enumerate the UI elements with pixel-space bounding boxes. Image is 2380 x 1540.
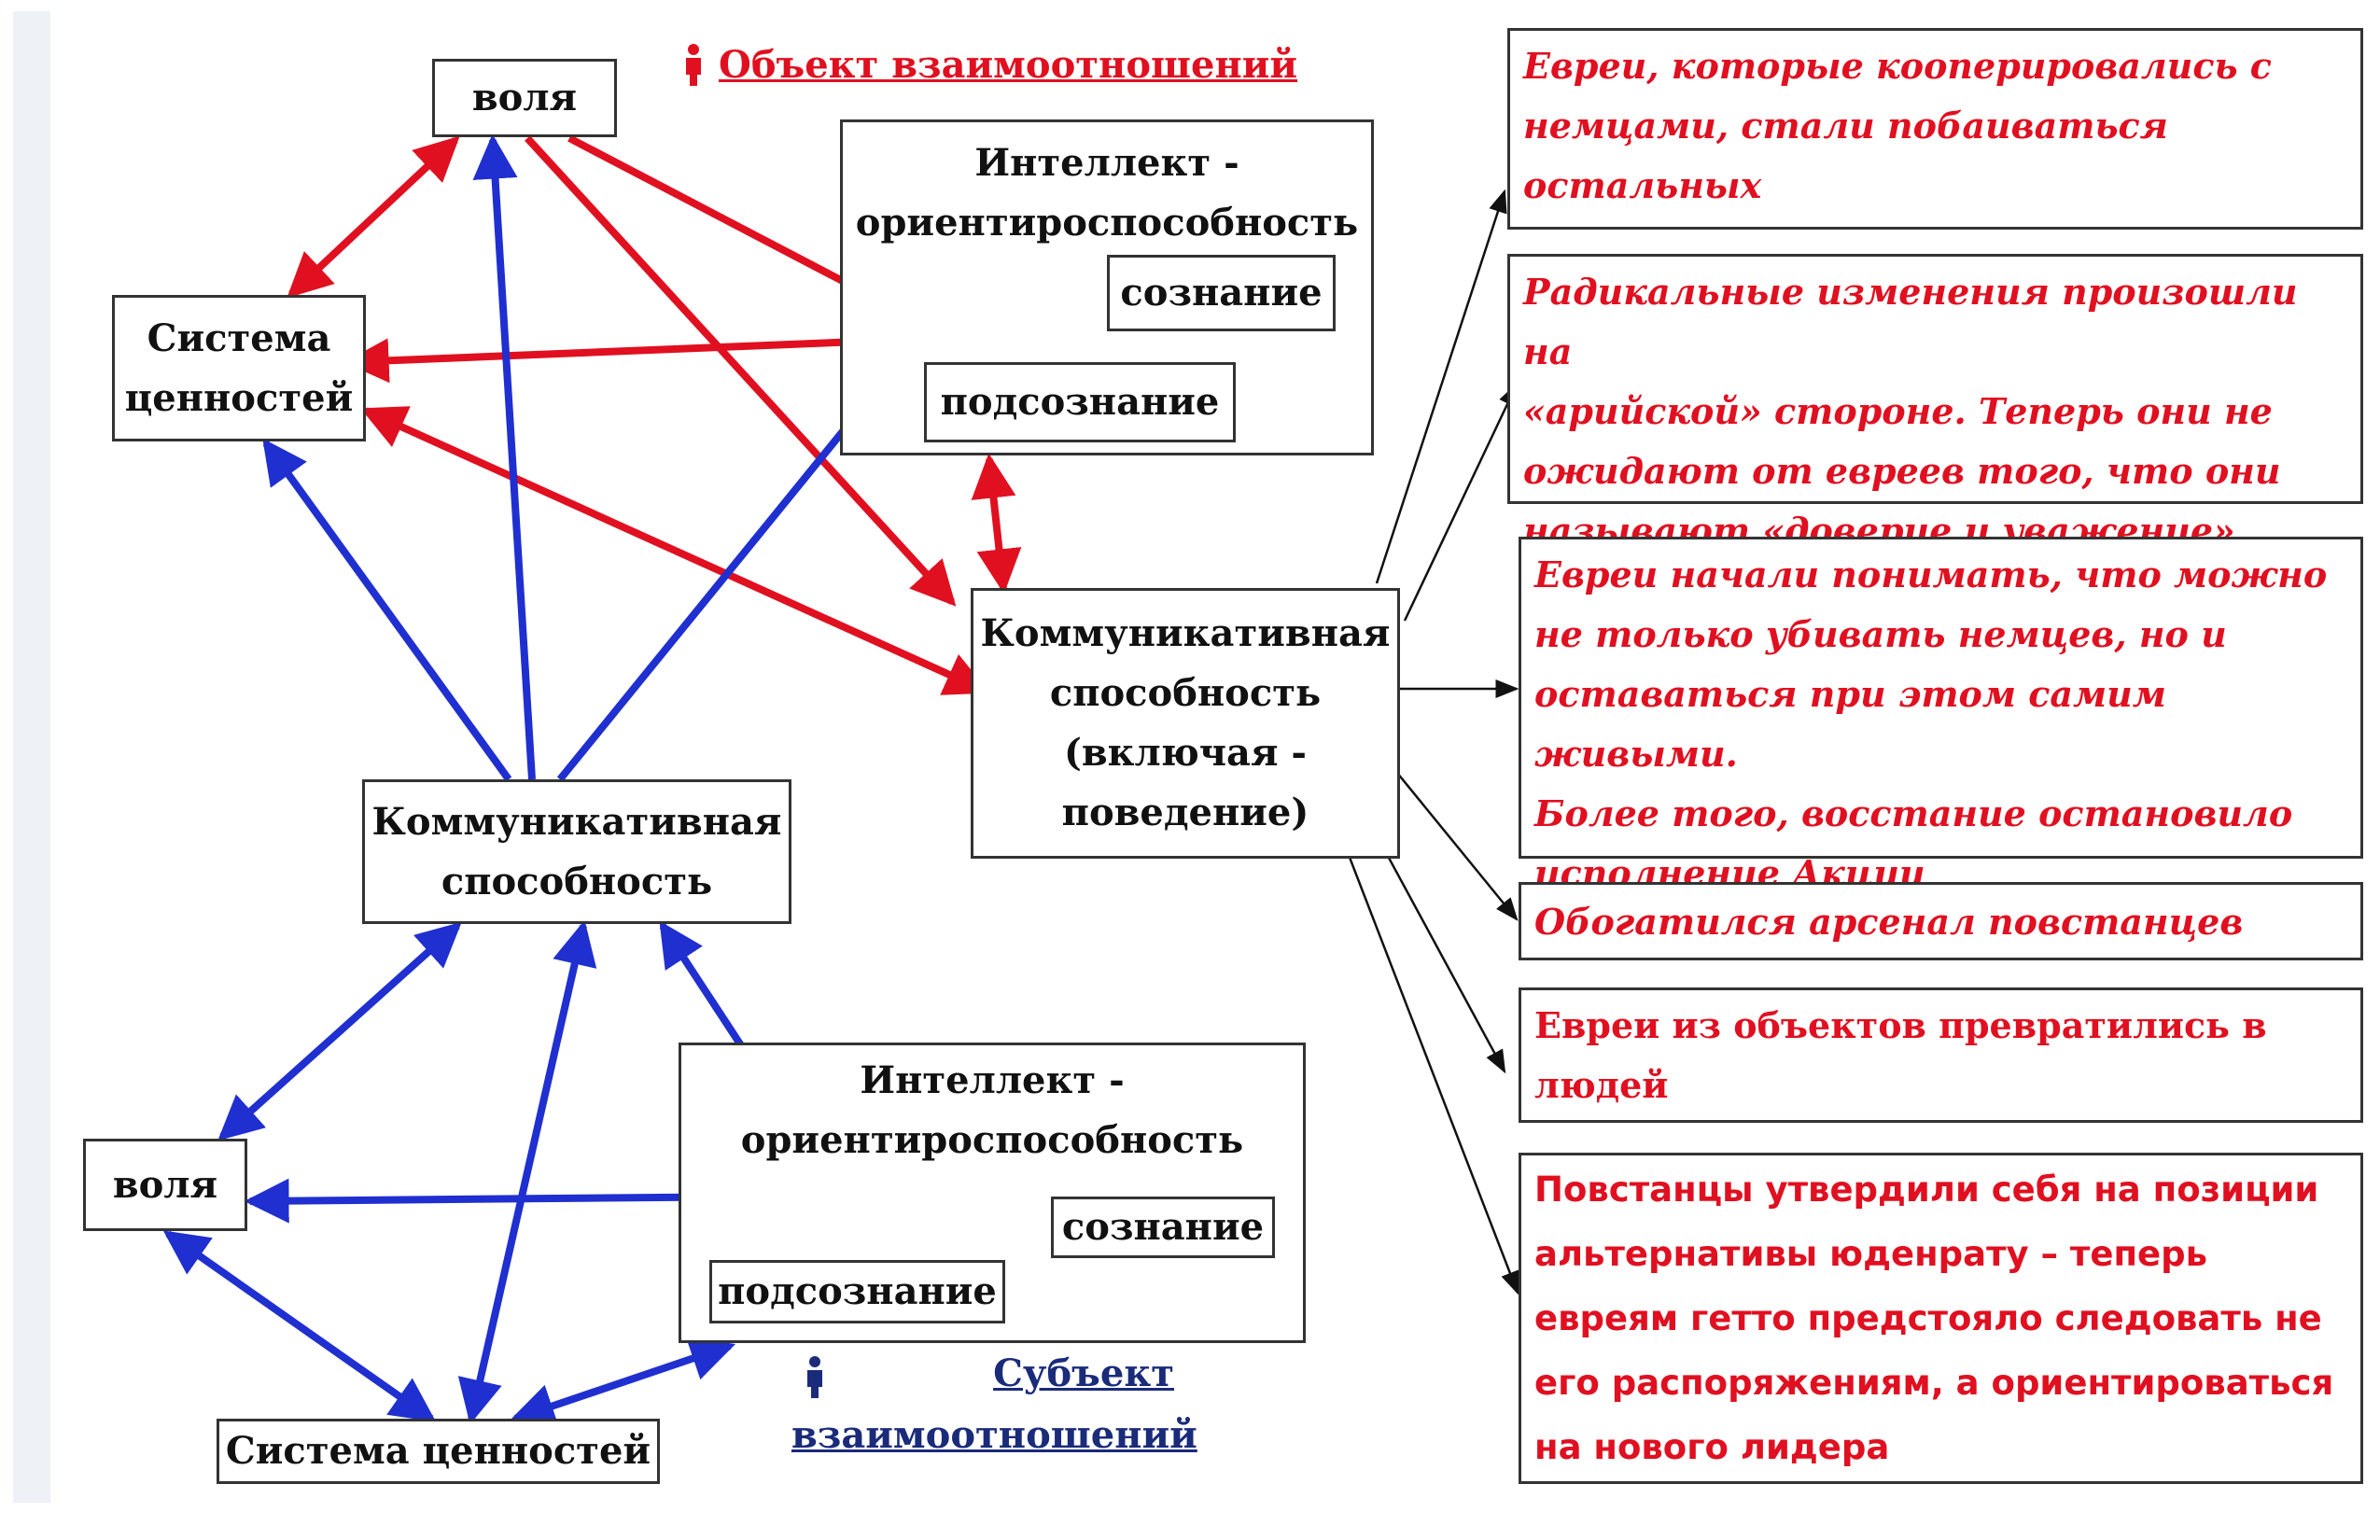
effect-2-line: ожидают от евреев того, что они (1523, 450, 2281, 492)
subject-values-box: Система ценностей (217, 1419, 660, 1484)
effect-box-5: Евреи из объектов превратились в людей (1519, 987, 2363, 1123)
effect-box-2: Радикальные изменения произошли на «арий… (1507, 254, 2363, 552)
red-arrow-values-communicative (360, 406, 990, 695)
effect-5-line: Евреи из объектов превратились в (1534, 1004, 2267, 1046)
blue-arrow-to-values (262, 438, 512, 782)
subject-consciousness-box: сознание (1051, 1197, 1275, 1258)
red-arrow-values-intellect (343, 319, 889, 384)
effect-arrow-6 (1331, 813, 1519, 1295)
object-communicative-line3: (включая - (1063, 731, 1308, 775)
effect-6-line: его распоряжениям, а ориентироваться (1534, 1363, 2334, 1403)
effect-6-line: Повстанцы утвердили себя на позиции (1534, 1169, 2319, 1210)
effect-3-line: Евреи начали понимать, что можно (1534, 553, 2328, 595)
object-communicative-box: Коммуникативная способность (включая - п… (971, 588, 1400, 859)
subject-legend-line2: взаимоотношений (791, 1413, 1197, 1457)
object-subconscious-box: подсознание (924, 362, 1236, 442)
effect-1-line: немцами, стали побаиваться (1523, 105, 2168, 147)
blue-arrow-communicative-values (457, 919, 597, 1425)
subject-intellect-line2: ориентироспособность (740, 1118, 1244, 1162)
subject-intellect-title: Интеллект - ориентироспособность (681, 1051, 1303, 1170)
subject-subconscious-label: подсознание (718, 1269, 997, 1313)
effect-3-line: не только убивать немцев, но и (1534, 613, 2227, 655)
subject-intellect-line1: Интеллект - (860, 1058, 1125, 1102)
object-intellect-line2: ориентироспособность (855, 201, 1359, 245)
object-communicative-line1: Коммуникативная (980, 611, 1391, 655)
subject-communicative-box: Коммуникативная способность (362, 779, 791, 924)
effect-3-line: оставаться при этом самим живыми. (1534, 673, 2166, 775)
effect-arrow-1 (1375, 189, 1507, 584)
object-consciousness-label: сознание (1120, 271, 1323, 315)
effect-2-line: Радикальные изменения произошли на (1523, 271, 2298, 372)
red-arrow-will-values (287, 135, 460, 299)
blue-arrow-values-intellect (509, 1337, 736, 1428)
subject-will-label: воля (112, 1162, 218, 1207)
subject-will-box: воля (83, 1139, 247, 1231)
subject-communicative-line2: способность (441, 859, 713, 903)
object-values-line2: ценностей (124, 375, 354, 420)
object-will-label: воля (471, 76, 578, 119)
subject-communicative-line1: Коммуникативная (371, 799, 782, 844)
effect-6-line: евреям гетто предстояло следовать не (1534, 1298, 2322, 1338)
effect-arrow-2 (1403, 382, 1519, 622)
person-icon (807, 1356, 822, 1398)
effect-6-line: альтернативы юденрату – теперь (1534, 1234, 2208, 1274)
blue-arrow-will-intellect (244, 1174, 767, 1224)
object-intellect-title: Интеллект - ориентироспособность (843, 133, 1371, 253)
effect-6-line: на нового лидера (1534, 1427, 1890, 1467)
object-values-box: Система ценностей (112, 295, 366, 441)
effect-1-line: остальных (1523, 164, 1762, 206)
effect-3-line: Более того, восстание остановило (1534, 792, 2293, 834)
subject-legend-line1: Субъект (993, 1351, 1174, 1395)
subject-values-label: Система ценностей (225, 1429, 651, 1473)
red-arrow-intellect-communicative (971, 453, 1022, 595)
effect-box-4: Обогатился арсенал повстанцев (1519, 882, 2363, 960)
object-values-line1: Система (147, 315, 331, 360)
left-margin-strip (13, 11, 50, 1503)
subject-subconscious-box: подсознание (709, 1260, 1005, 1323)
effect-box-3: Евреи начали понимать, что можно не толь… (1519, 537, 2363, 894)
effect-box-1: Евреи, которые кооперировались с немцами… (1507, 28, 2363, 230)
effect-2-line: «арийской» стороне. Теперь они не (1523, 390, 2273, 432)
effect-5-line: людей (1534, 1064, 1669, 1106)
object-legend-label: Объект взаимоотношений (719, 43, 1298, 87)
blue-arrow-communicative-will (217, 921, 462, 1141)
blue-arrow-will-values (162, 1230, 437, 1422)
subject-consciousness-label: сознание (1061, 1205, 1265, 1249)
object-consciousness-box: сознание (1107, 255, 1336, 331)
object-communicative-line2: способность (1049, 671, 1322, 715)
effect-box-6: Повстанцы утвердили себя на позиции альт… (1519, 1153, 2363, 1484)
object-intellect-line1: Интеллект - (974, 141, 1239, 185)
blue-arrow-to-will (472, 133, 536, 780)
effect-4-line: Обогатился арсенал повстанцев (1534, 901, 2244, 943)
person-icon (686, 44, 701, 86)
object-subconscious-label: подсознание (940, 380, 1220, 424)
effect-1-line: Евреи, которые кооперировались с (1523, 45, 2272, 87)
object-communicative-line4: поведение) (1061, 791, 1309, 834)
object-will-box: воля (432, 59, 617, 137)
